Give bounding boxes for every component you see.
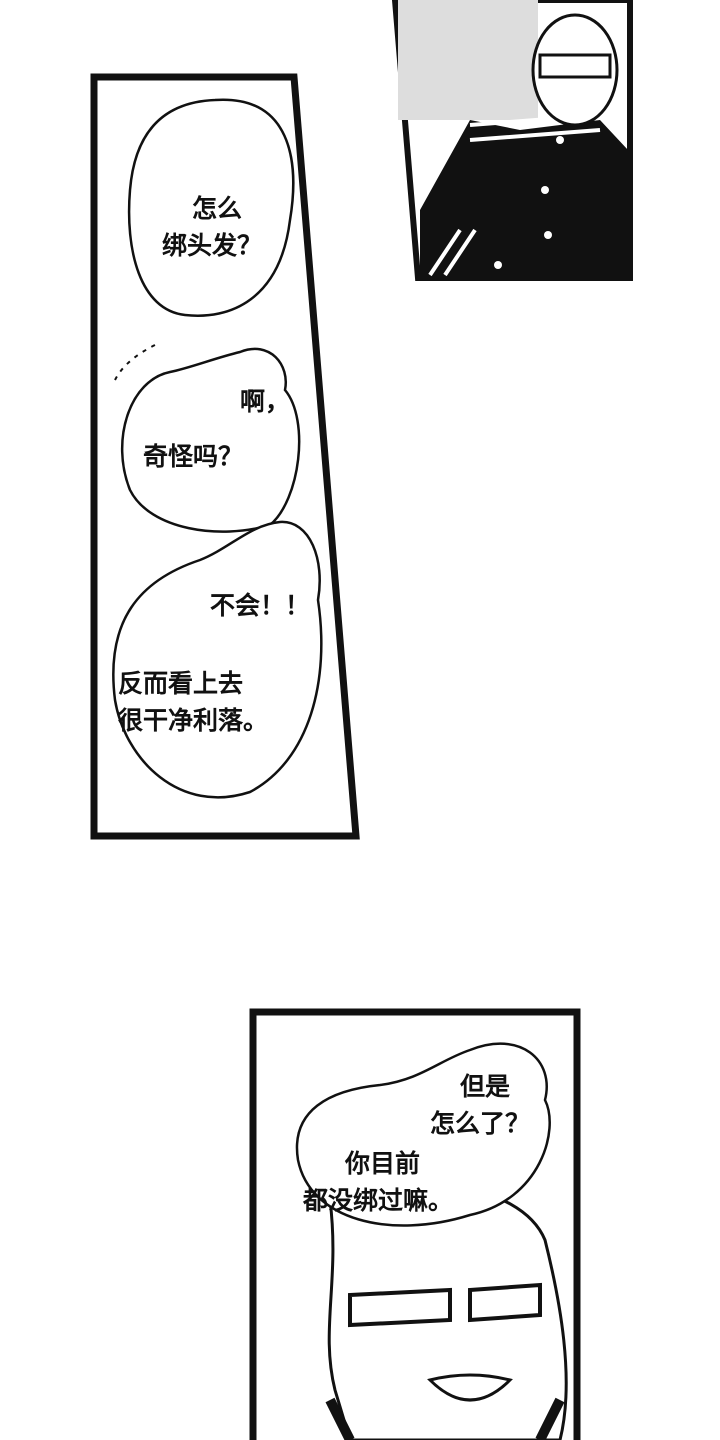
speech-bubble-1-line-2: 绑头发？ [162,231,263,260]
open-mouth [427,1373,513,1402]
glasses [348,1282,542,1328]
speech-bubble-3-line-1: 不会！！ [210,591,311,620]
speech-bubble-4-line-1: 但是 [460,1072,511,1101]
speech-bubble-2-line-2: 奇怪吗？ [143,442,244,471]
speech-bubble-4-line-3: 你目前 [345,1149,421,1178]
speech-bubble-4-line-4: 都没绑过嘛。 [303,1186,454,1215]
speech-bubble-2-line-1: 啊， [240,387,291,416]
glasses [538,53,612,79]
speech-bubble-3-line-3: 很干净利落。 [118,706,269,735]
speech-bubble-4-line-2: 怎么了？ [430,1109,531,1138]
speech-bubble-1-line-1: 怎么 [192,194,243,223]
panel-left [90,73,360,840]
panel-top-right [391,0,633,281]
character-head [531,13,619,127]
speech-bubble-3-line-2: 反而看上去 [118,669,244,698]
panel-bottom [249,1008,581,1440]
